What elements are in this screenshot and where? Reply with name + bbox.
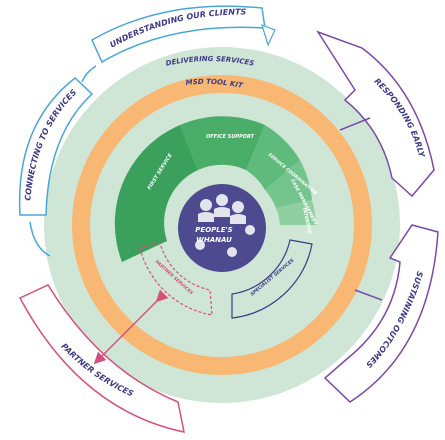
understanding-to-connecting-arrow: [81, 65, 97, 83]
segment-service-coordination: [246, 125, 300, 190]
segment-office-support: [180, 116, 265, 170]
sustaining-arrow: [354, 289, 383, 301]
partner-link-arrow: [93, 289, 169, 365]
segment-first-service: [114, 125, 198, 262]
segment-specialist-services: [231, 239, 313, 319]
responding-arrow: [339, 117, 371, 131]
banner-sustaining: [323, 224, 439, 403]
connecting-return-arrow: [29, 221, 51, 257]
banner-responding: [316, 30, 435, 198]
people-illustration: [195, 194, 255, 257]
center-text-line2: WHANAU: [196, 236, 232, 244]
banner-connecting: [18, 77, 94, 216]
label-intensive: INTENSIVE: [301, 207, 313, 235]
arrow-understanding-tip: [261, 24, 276, 47]
segment-case-management: [265, 160, 312, 208]
segment-partner-services: [139, 242, 213, 316]
label-office-support: OFFICE SUPPORT: [206, 134, 255, 140]
segment-intensive: [276, 200, 316, 225]
center-text-line1: PEOPLE'S: [195, 226, 232, 234]
